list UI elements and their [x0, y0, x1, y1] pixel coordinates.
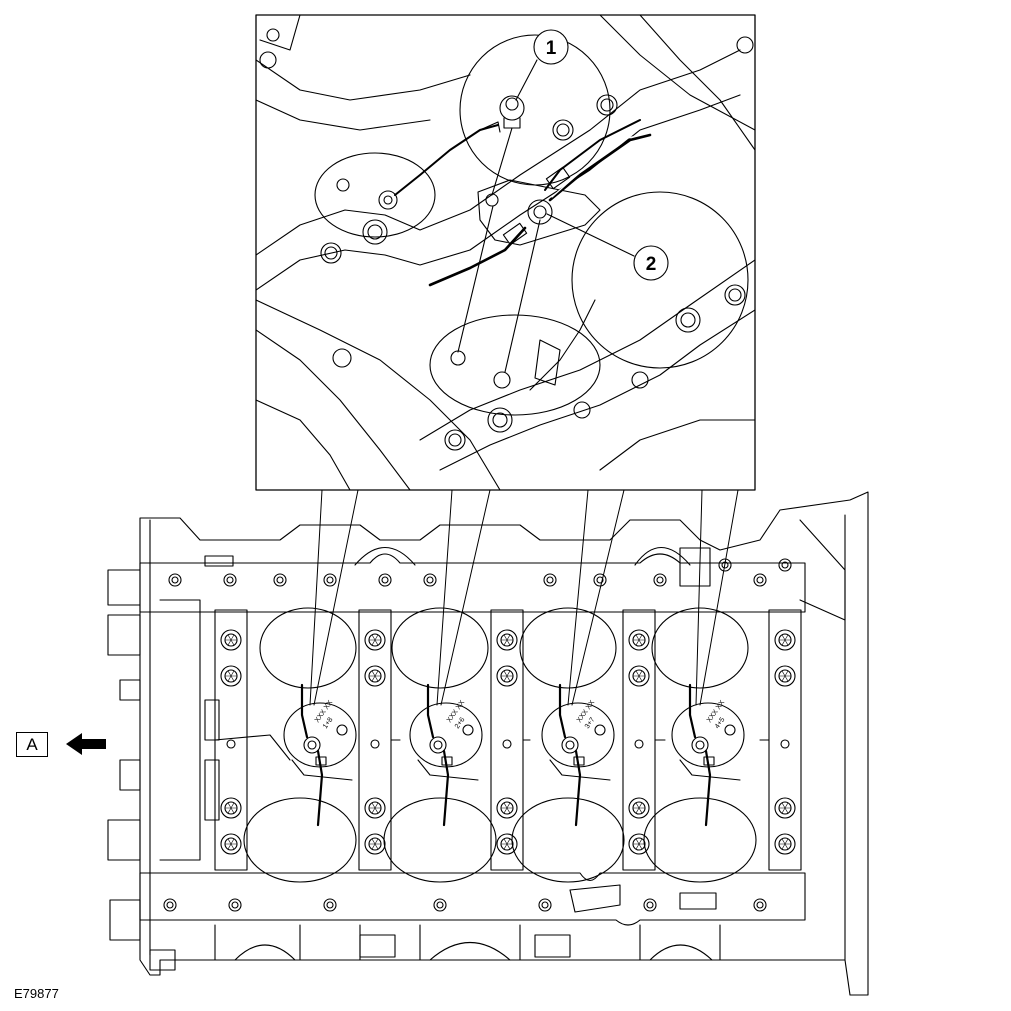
rail-bolt-icon	[643, 898, 657, 912]
cap-bolt-icon	[774, 797, 796, 819]
cap-bolt-icon	[364, 629, 386, 651]
callout-1-label: 1	[546, 38, 557, 59]
cap-bolt-icon	[774, 833, 796, 855]
rail-bolt-icon	[423, 573, 437, 587]
cap-bolt-icon	[774, 665, 796, 687]
rail-bolt-icon	[223, 573, 237, 587]
rail-bolt-icon	[718, 558, 732, 572]
cap-2-cyl: 2+6	[454, 716, 467, 730]
cap-marking-labels: XXX XX 1+8 XXX XX 2+6 XXX XX 3+7 XXX XX …	[314, 699, 727, 730]
bearing-cap-rails	[214, 609, 802, 871]
cap-3-cyl: 3+7	[584, 716, 597, 730]
figure-id: E79877	[14, 986, 59, 1001]
callout-1	[515, 29, 569, 101]
cooling-jet	[409, 683, 483, 827]
rail-bolt-icon	[538, 898, 552, 912]
cap-bolt-icon	[496, 833, 518, 855]
rail-bolt-icon	[778, 558, 792, 572]
left-arrow-icon	[66, 733, 106, 755]
cooling-jet	[671, 683, 745, 827]
rail-bolt-icon	[753, 898, 767, 912]
cap-1-cyl: 1+8	[322, 716, 335, 730]
rail-bolt-icon	[378, 573, 392, 587]
piston-cooling-jets	[283, 683, 745, 827]
view-label-box: A	[16, 732, 48, 757]
cylinder-block	[107, 491, 869, 996]
cap-bolt-icon	[220, 797, 242, 819]
rail-bolt-icon	[433, 898, 447, 912]
cap-bolt-icon	[364, 833, 386, 855]
cooling-jet	[541, 683, 615, 827]
rail-bolt-icon	[653, 573, 667, 587]
rail-bolt-icon	[163, 898, 177, 912]
callout-2	[546, 213, 669, 281]
leader-lines	[309, 489, 739, 706]
rail-bolt-icon	[168, 573, 182, 587]
cap-4-cyl: 4+5	[714, 716, 727, 730]
rail-bolt-icon	[273, 573, 287, 587]
rail-bolt-icon	[323, 898, 337, 912]
cap-bolt-icon	[628, 629, 650, 651]
cap-bolt-icon	[628, 665, 650, 687]
rail-bolt-icon	[543, 573, 557, 587]
callout-2-label: 2	[646, 254, 657, 275]
cap-bolt-icon	[364, 665, 386, 687]
detail-inset	[255, 14, 756, 491]
cap-bolt-icon	[220, 665, 242, 687]
rail-bolts	[163, 558, 792, 912]
cap-bolt-icon	[364, 797, 386, 819]
cap-bolt-icon	[628, 797, 650, 819]
cap-bolt-icon	[220, 833, 242, 855]
rail-bolt-icon	[323, 573, 337, 587]
cap-bolt-icon	[774, 629, 796, 651]
bearing-bores	[243, 607, 757, 883]
cap-bolts	[220, 629, 796, 855]
rail-bolt-icon	[753, 573, 767, 587]
rail-bolt-icon	[228, 898, 242, 912]
rail-bolt-icon	[593, 573, 607, 587]
cap-bolt-icon	[628, 833, 650, 855]
cap-bolt-icon	[220, 629, 242, 651]
cooling-jet	[283, 683, 357, 827]
cap-bolt-icon	[496, 629, 518, 651]
cap-bolt-icon	[496, 665, 518, 687]
inset-frame	[255, 14, 756, 491]
cap-bolt-icon	[496, 797, 518, 819]
